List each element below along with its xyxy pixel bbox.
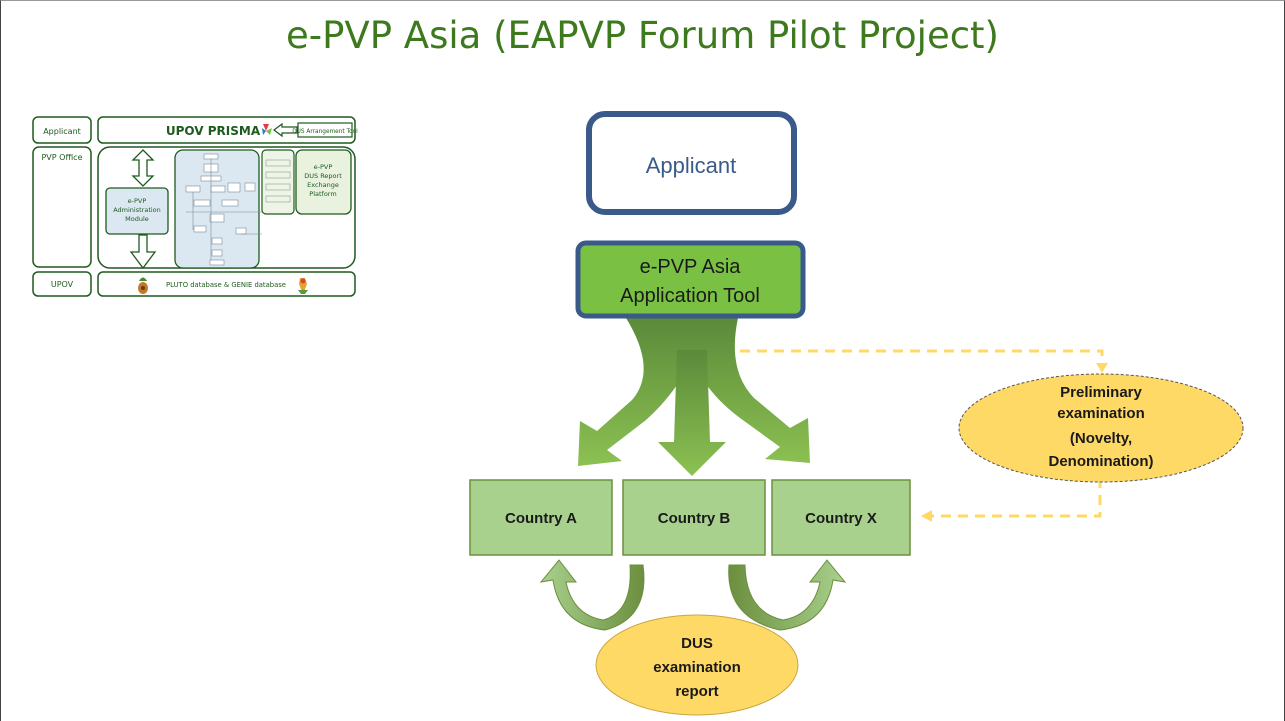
dus-line-3: report [675,683,718,700]
thumb-pvp-office-box [32,146,92,268]
pluto-logo-icon [138,277,148,294]
thumb-admin-line-1: e-PVP [128,197,147,205]
thumb-dus-tool-label: DUS Arrangement Tool [292,129,358,135]
genie-logo-icon [298,278,308,294]
dashed-connector-bottom [930,478,1102,518]
thumb-database-label: PLUTO database & GENIE database [166,281,286,289]
country-x-label: Country X [805,510,877,527]
thumb-pvp-office-label: PVP Office [41,153,82,162]
split-arrow-center [658,350,726,476]
thumb-report-panel [261,149,295,215]
applicant-label: Applicant [646,153,737,178]
country-a-box [469,479,613,556]
thumb-applicant-label: Applicant [43,127,81,136]
curved-arrow-right [728,559,847,631]
thumb-admin-module-box [105,187,169,235]
thumb-applicant-box [32,116,92,144]
thumb-up-down-arrow-icon [131,149,155,187]
thumb-dus-platform-line-4: Platform [309,190,336,198]
thumb-arrow-left-icon [273,122,298,138]
application-tool-box [575,240,806,319]
preliminary-line-4: Denomination) [1049,453,1154,470]
dus-line-1: DUS [681,635,713,652]
thumb-upov-label: UPOV [51,280,74,289]
applicant-box [586,111,797,215]
dus-report-oval [595,614,799,716]
thumb-report-lines [265,159,291,203]
thumb-dus-tool-box [297,122,353,138]
preliminary-line-1: Preliminary [1060,384,1142,401]
preliminary-examination-oval [958,373,1244,483]
thumb-admin-line-3: Module [125,215,149,223]
thumb-dus-platform-line-2: DUS Report [304,172,342,180]
dashed-connector-top [740,349,1104,365]
prisma-thumbnail: Applicant PVP Office UPOV UPOV PRISMA DU… [32,116,358,297]
thumb-dus-platform-line-1: e-PVP [314,163,333,171]
thumb-workflow-panel [174,149,260,269]
thumb-down-arrow-icon [129,234,157,270]
thumb-admin-line-2: Administration [113,206,161,214]
thumb-dus-platform-line-3: Exchange [307,181,339,189]
preliminary-line-2: examination [1057,405,1145,422]
country-x-box [771,479,911,556]
country-b-box [622,479,766,556]
thumb-prisma-box [97,116,356,144]
thumb-upov-box [32,271,92,297]
dashed-arrowhead-left [921,510,932,522]
preliminary-line-3: (Novelty, [1070,430,1132,447]
country-a-label: Country A [505,510,577,527]
thumb-dus-platform-box [295,149,352,215]
country-b-label: Country B [658,510,731,527]
split-arrow-arms [578,318,810,466]
slide-title: e-PVP Asia (EAPVP Forum Pilot Project) [286,14,999,57]
curved-arrow-left [539,559,645,631]
thumb-prisma-label: UPOV PRISMA [166,124,261,138]
prisma-logo-icon [262,124,272,135]
dus-line-2: examination [653,659,741,676]
application-tool-line-1: e-PVP Asia [640,256,742,278]
thumb-workflow-flowchart [185,153,265,266]
dashed-arrowhead-down [1096,363,1108,373]
thumb-database-box [97,271,356,297]
application-tool-line-2: Application Tool [620,285,760,307]
distribution-arrow [578,318,810,476]
